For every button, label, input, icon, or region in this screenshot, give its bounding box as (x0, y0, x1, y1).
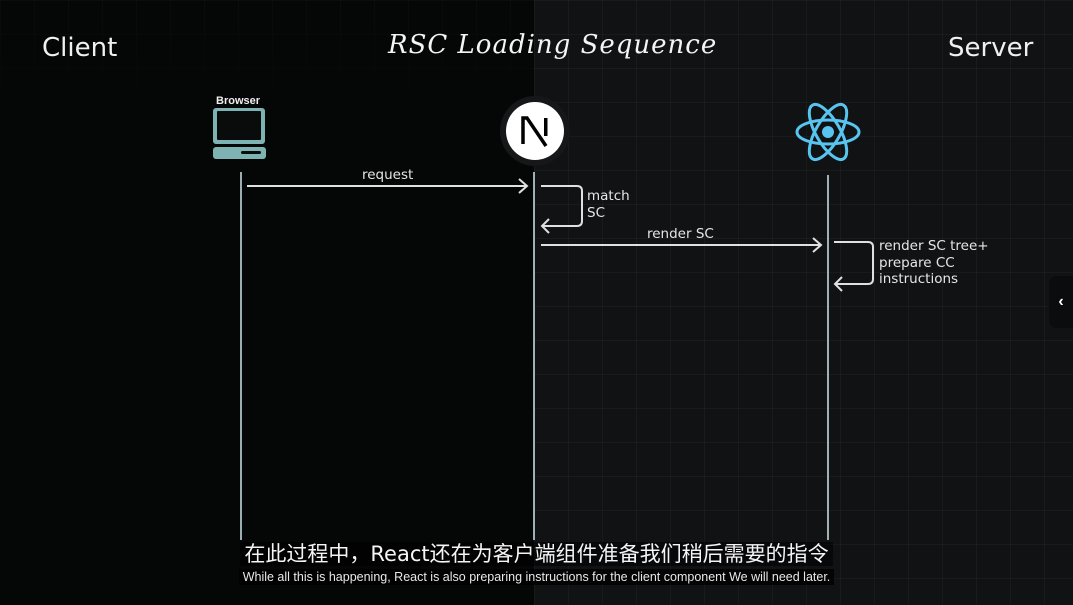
subtitle-chinese-text: 在此过程中，React还在为客户端组件准备我们稍后需要的指令 (240, 542, 833, 566)
render-sc-tree-label-line: instructions (879, 271, 959, 287)
match-sc-label: match SC (587, 188, 630, 221)
request-label: request (362, 167, 414, 183)
subtitle-english-text: While all this is happening, React is al… (238, 569, 835, 585)
chevron-left-icon: ‹ (1058, 293, 1064, 310)
server-side-label: Server (948, 33, 1034, 63)
render-sc-tree-label: render SC tree+ prepare CC instructions (879, 238, 989, 288)
right-panel-background (534, 0, 1073, 605)
left-grid-background (0, 0, 534, 120)
render-sc-tree-self-loop (833, 241, 874, 292)
browser-label: Browser (216, 95, 261, 107)
render-sc-label: render SC (647, 226, 714, 242)
request-arrow (247, 178, 529, 194)
computer-monitor-icon (213, 108, 266, 159)
nextjs-logo-icon (500, 96, 570, 166)
subtitle-english: While all this is happening, React is al… (0, 569, 1073, 585)
client-side-label: Client (42, 33, 118, 63)
side-panel-toggle-button[interactable]: ‹ (1049, 276, 1073, 328)
render-sc-tree-label-line: render SC tree+ (879, 238, 989, 254)
react-logo-icon (795, 102, 861, 162)
render-sc-tree-label-line: prepare CC (879, 254, 955, 271)
match-sc-label-line: match (587, 188, 630, 204)
match-sc-self-loop (540, 185, 583, 234)
match-sc-label-line: SC (587, 204, 605, 221)
subtitle-chinese: 在此过程中，React还在为客户端组件准备我们稍后需要的指令 (0, 538, 1073, 568)
render-sc-arrow (541, 237, 823, 253)
diagram-title: RSC Loading Sequence (388, 30, 718, 60)
